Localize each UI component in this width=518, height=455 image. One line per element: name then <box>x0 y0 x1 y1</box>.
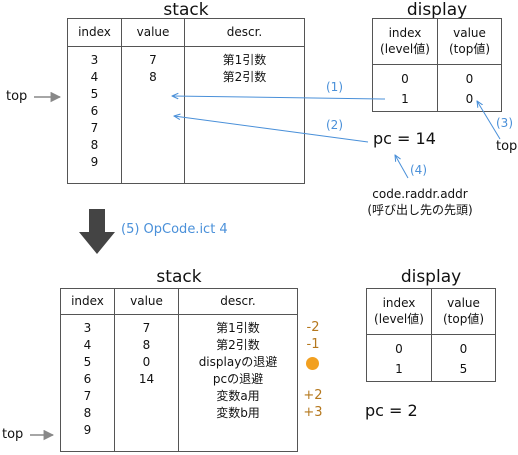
top-stack-header-index: index <box>78 25 111 39</box>
cell: 7 <box>142 321 151 335</box>
bottom-stack-value-col: 7 8 0 14 <box>115 320 178 439</box>
arrow-2 <box>174 116 369 143</box>
cell: 3 <box>83 321 92 335</box>
cell: pcの退避 <box>212 372 264 386</box>
cell: 変数a用 <box>216 389 260 403</box>
arrow-4 <box>395 155 409 179</box>
cell: 4 <box>90 70 99 84</box>
cell: 5 <box>90 87 99 101</box>
bottom-stack-title: stack <box>156 267 202 287</box>
cell: 第2引数 <box>222 70 267 84</box>
cell: 3 <box>90 53 99 67</box>
cell: 6 <box>83 372 92 386</box>
cell: 9 <box>90 155 99 169</box>
top-label-left: top <box>6 89 28 104</box>
cell: +2 <box>303 388 323 403</box>
annotation-2: (2) <box>326 118 343 132</box>
top-pc-value: pc = 14 <box>373 129 436 148</box>
top-display-title: display <box>406 0 468 20</box>
bottom-stack-index-col: 3 4 5 6 7 8 9 <box>61 320 114 439</box>
cell: 第1引数 <box>216 321 260 335</box>
bottom-stack-header-index: index <box>71 294 104 308</box>
cell: 0 <box>459 342 468 356</box>
step-label: (5) OpCode.ict 4 <box>121 222 228 237</box>
bottom-display-header-value: value (top値) <box>442 296 485 326</box>
bottom-stack-descr-col: 第1引数第2引数 displayの退避 pcの退避変数a用変数b用 <box>179 320 297 439</box>
top-label-right: top <box>496 139 518 154</box>
cell: -1 <box>306 337 320 352</box>
display-saved-marker <box>306 357 319 370</box>
cell: 0 <box>465 72 474 86</box>
cell: 8 <box>142 338 151 352</box>
cell: 5 <box>83 355 92 369</box>
top-stack-header-descr: descr. <box>226 25 263 39</box>
cell: 8 <box>83 406 92 420</box>
cell: 0 <box>142 355 151 369</box>
cell: 9 <box>83 423 92 437</box>
cell: -2 <box>306 320 320 335</box>
top-display-header-index: index (level値) <box>380 26 430 56</box>
cell: 0 <box>395 342 403 356</box>
cell: +3 <box>303 405 323 420</box>
cell: 変数b用 <box>216 406 260 420</box>
cell: 7 <box>149 53 157 67</box>
cell: 5 <box>459 362 468 376</box>
cell: displayの退避 <box>198 355 278 369</box>
bottom-stack-header-descr: descr. <box>220 294 256 308</box>
bottom-display-title: display <box>400 267 462 287</box>
bottom-pc-value: pc = 2 <box>365 401 418 420</box>
bottom-top-label: top <box>2 427 24 442</box>
bottom-stack-offsets: -2 -1 +2 +3 <box>300 319 326 438</box>
cell: 第1引数 <box>222 53 267 67</box>
top-stack-descr-col: 第1引数第2引数 <box>185 52 304 171</box>
cell: 4 <box>83 338 92 352</box>
cell: 第2引数 <box>216 338 260 352</box>
top-stack-title: stack <box>163 0 209 20</box>
cell: 0 <box>401 72 409 86</box>
arrow-1 <box>172 96 386 100</box>
code-note: code.raddr.addr (呼び出し先の先頭) <box>367 187 473 217</box>
bottom-stack-table: index value descr. 3 4 5 6 7 8 9 7 8 0 14 第1引数第2引… <box>60 288 298 452</box>
annotation-1: (1) <box>326 80 343 94</box>
top-display-header-value: value (top値) <box>448 26 491 56</box>
cell: 1 <box>401 92 409 106</box>
cell: 7 <box>90 121 99 135</box>
bottom-stack-header-value: value <box>130 294 163 308</box>
top-stack-header-value: value <box>136 25 170 39</box>
cell: 8 <box>149 70 157 84</box>
arrow-3 <box>477 101 501 140</box>
cell: 1 <box>395 362 403 376</box>
cell: 7 <box>83 389 92 403</box>
top-stack-index-col: 3 4 5 6 7 8 9 <box>68 52 121 171</box>
big-down-arrow <box>79 209 115 254</box>
cell: 6 <box>90 104 99 118</box>
bottom-display-header-index: index (level値) <box>374 296 424 326</box>
cell: 0 <box>465 92 474 106</box>
cell: 14 <box>138 372 155 386</box>
cell: 8 <box>90 138 99 152</box>
annotation-3: (3) <box>496 116 513 130</box>
annotation-4: (4) <box>410 163 427 177</box>
